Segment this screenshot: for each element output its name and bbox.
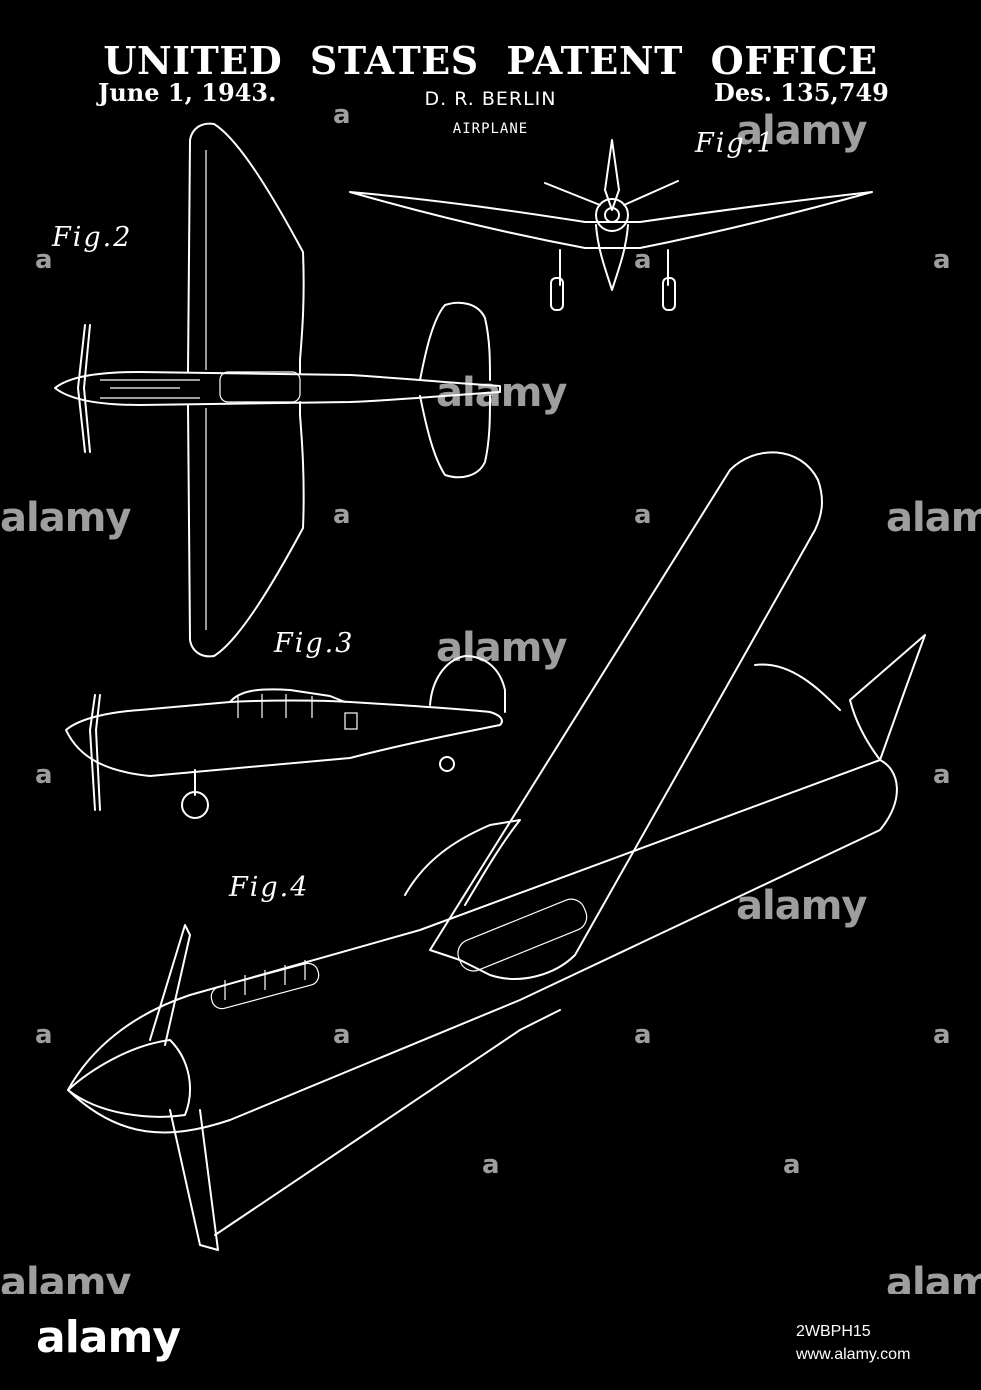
fig4-label: Fig.4 [229, 872, 309, 903]
watermark-mark: a [333, 1020, 351, 1050]
patent-number: Des. 135,749 [714, 78, 889, 107]
watermark-logo: alamy [736, 883, 866, 929]
watermark-mark: a [35, 1020, 53, 1050]
watermark-mark: a [933, 1020, 951, 1050]
watermark-logo: alamy [436, 370, 566, 416]
watermark-mark: a [783, 1150, 801, 1180]
watermark-mark: a [933, 760, 951, 790]
watermark-logo: alamy [886, 495, 981, 541]
watermark-mark: a [634, 245, 652, 275]
watermark-logo: alamy [436, 625, 566, 671]
fig2-label: Fig.2 [52, 222, 132, 253]
watermark-logo: alamy [736, 108, 866, 154]
fig1-front-view-drawing [350, 140, 872, 310]
fig4-perspective-drawing [68, 452, 925, 1250]
stock-logo: alamy [36, 1312, 180, 1363]
watermark-mark: a [933, 245, 951, 275]
watermark-mark: a [35, 245, 53, 275]
fig3-side-view-drawing [66, 656, 505, 818]
watermark-mark: a [35, 760, 53, 790]
watermark-mark: a [333, 500, 351, 530]
stock-url: www.alamy.com [796, 1346, 910, 1364]
fig3-label: Fig.3 [274, 628, 354, 659]
watermark-mark: a [634, 1020, 652, 1050]
fig2-top-view-drawing [55, 124, 500, 657]
stock-image-id: 2WBPH15 [796, 1323, 871, 1341]
page-title: UNITED STATES PATENT OFFICE [0, 38, 981, 83]
watermark-mark: a [634, 500, 652, 530]
watermark-mark: a [482, 1150, 500, 1180]
watermark-mark: a [333, 100, 351, 130]
watermark-logo: alamy [0, 495, 130, 541]
